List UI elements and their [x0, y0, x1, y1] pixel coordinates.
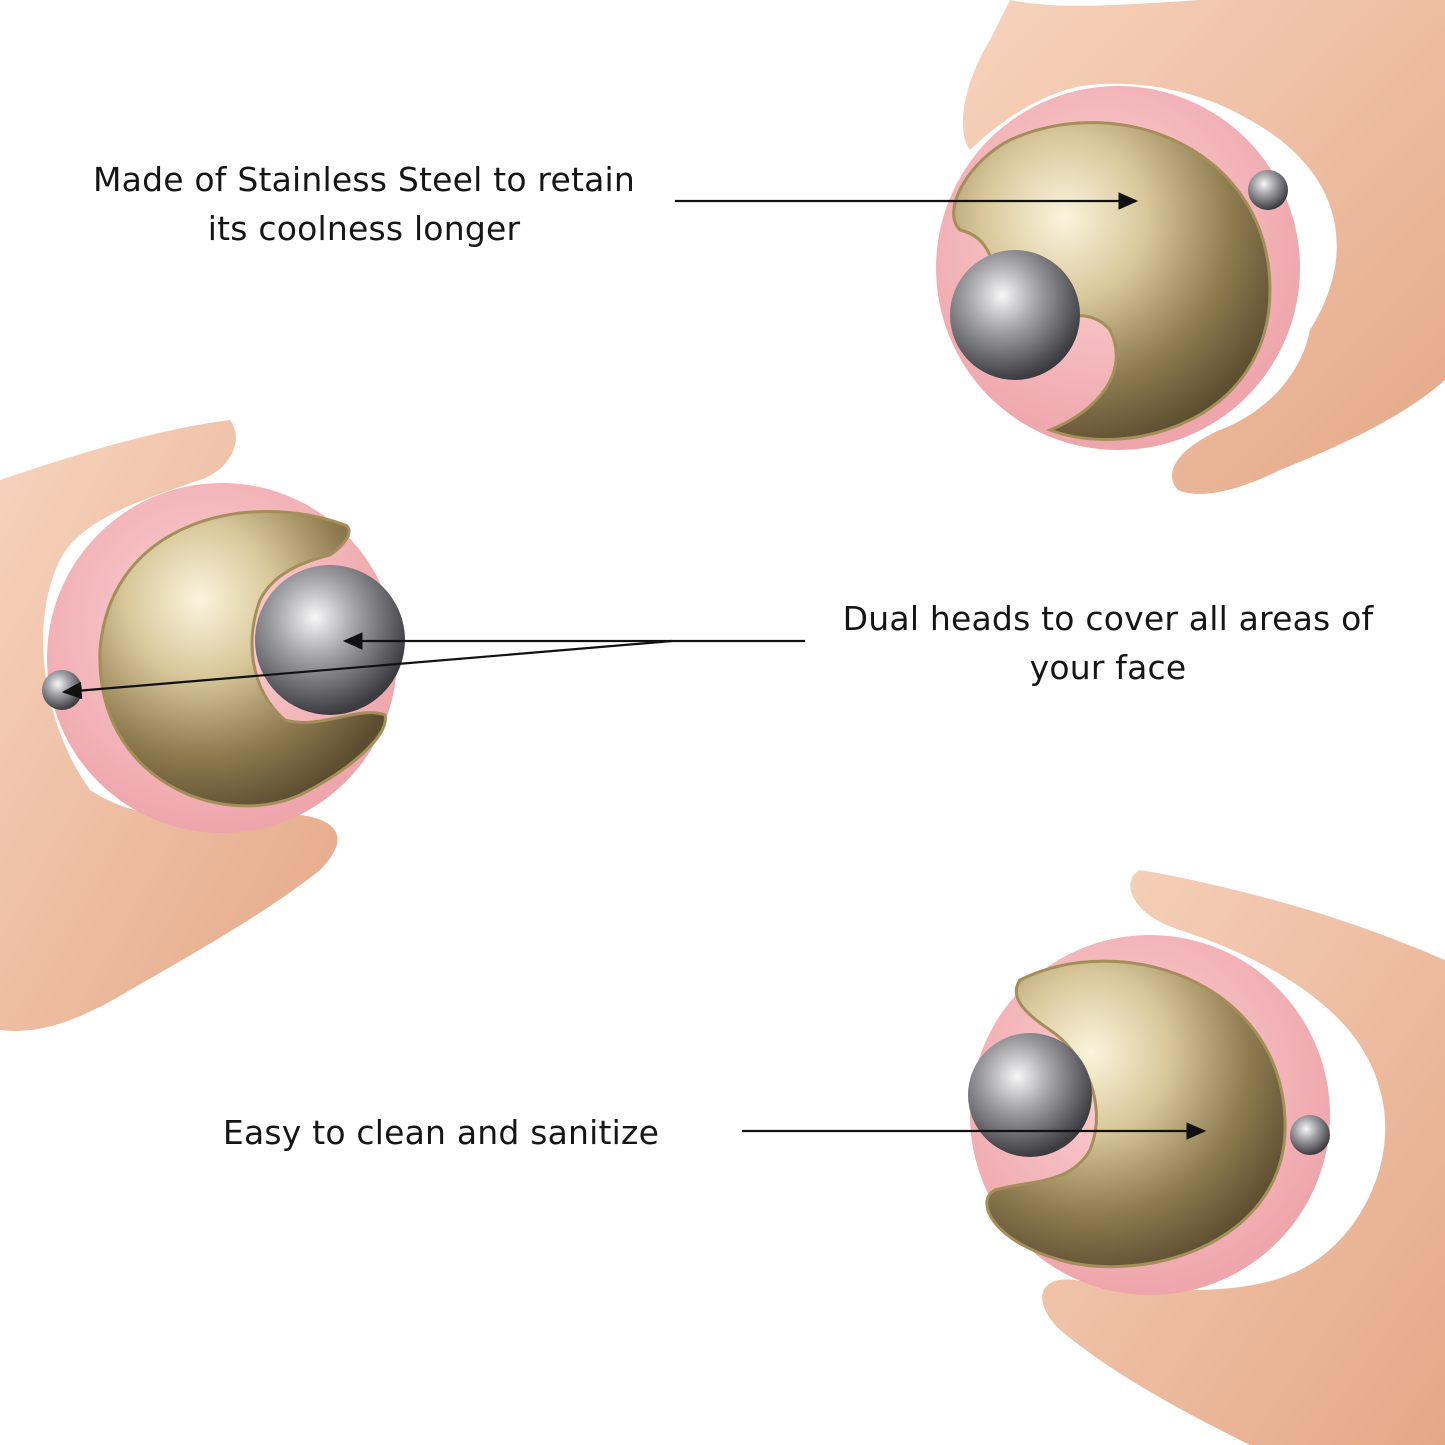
side-ball-icon — [1290, 1115, 1330, 1155]
product-middle-left — [0, 420, 405, 1031]
hand-icon — [1042, 870, 1445, 1445]
feature-caption-dual-heads: Dual heads to cover all areas of your fa… — [810, 594, 1406, 692]
caption-line: Made of Stainless Steel to retain — [92, 160, 636, 199]
feature-caption-stainless-steel: Made of Stainless Steel to retain its co… — [60, 155, 668, 253]
side-ball-icon — [1248, 170, 1288, 210]
steel-ball-icon — [950, 250, 1080, 380]
hand-icon — [0, 420, 338, 1031]
caption-line: Easy to clean and sanitize — [222, 1113, 660, 1152]
moon-roller-icon — [98, 509, 387, 808]
caption-line: its coolness longer — [207, 209, 521, 248]
steel-ball-icon — [255, 565, 405, 715]
arrow-icon — [61, 639, 673, 700]
steel-ball-icon — [968, 1033, 1092, 1157]
product-top-right — [936, 0, 1445, 494]
product-bottom-right — [968, 870, 1445, 1445]
caption-line: your face — [1029, 648, 1187, 687]
caption-line: Dual heads to cover all areas of — [842, 599, 1374, 638]
hand-icon — [962, 0, 1445, 494]
feature-caption-easy-clean: Easy to clean and sanitize — [196, 1108, 686, 1157]
